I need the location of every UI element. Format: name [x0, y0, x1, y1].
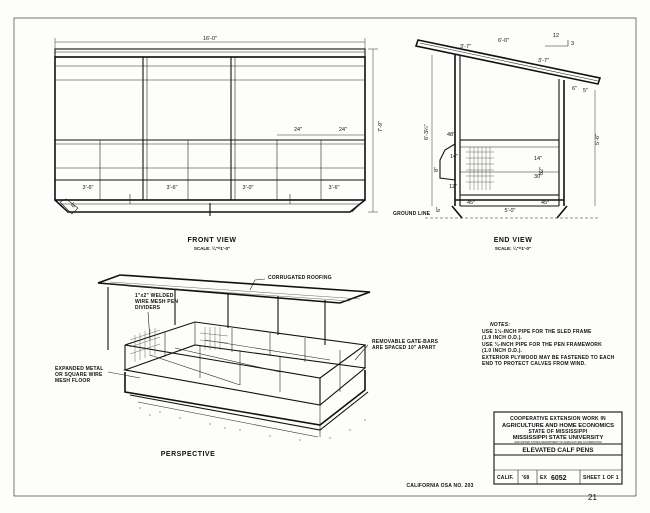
- note-line-6: END TO PROTECT CALVES FROM WIND.: [482, 361, 586, 367]
- dim-bay-3: 3'-0": [243, 185, 254, 191]
- end-view-drawing: 12 3 6'-0" 3'-7" 3'-7" 6" 5" 48" 14": [393, 33, 602, 219]
- angle-a: 45°: [467, 200, 475, 206]
- dim-overhang-b: 5": [583, 88, 588, 94]
- note-line-2: (1.9 INCH O.D.).: [482, 335, 523, 341]
- callout-floor-2: OR SQUARE WIRE: [55, 372, 103, 378]
- tb-line4: MISSISSIPPI STATE UNIVERSITY: [513, 435, 604, 441]
- callout-gate-2: ARE SPACED 10" APART: [372, 345, 436, 351]
- tb-ex-number: 6052: [551, 475, 567, 482]
- callout-floor-1: EXPANDED METAL: [55, 366, 103, 372]
- callout-floor-3: MESH FLOOR: [55, 378, 91, 384]
- dim-overhang-a: 6": [572, 86, 577, 92]
- tb-sheet: SHEET 1 OF 1: [583, 475, 619, 481]
- tb-line1: COOPERATIVE EXTENSION WORK IN: [510, 416, 606, 422]
- dim-8: 8": [434, 167, 440, 172]
- dim-12: 12": [449, 184, 457, 190]
- dim-roof-run: 6'-0": [498, 38, 509, 44]
- callout-dividers-1: 1"x2" WELDED: [135, 293, 174, 299]
- note-line-4: (1.0 INCH O.D.).: [482, 348, 523, 354]
- note-line-5: EXTERIOR PLYWOOD MAY BE FASTENED TO EACH: [482, 355, 615, 361]
- plan-reference: CALIFORNIA OSA NO. 203: [406, 483, 473, 489]
- callout-dividers-3: DIVIDERS: [135, 305, 161, 311]
- slope-rise: 3: [571, 41, 574, 47]
- dim-bay-1: 3'-6": [83, 185, 94, 191]
- front-view-title: FRONT VIEW: [188, 237, 237, 244]
- end-view-title: END VIEW: [494, 237, 533, 244]
- title-block: COOPERATIVE EXTENSION WORK IN AGRICULTUR…: [493, 411, 623, 485]
- slope-run: 12: [553, 33, 559, 39]
- tb-ex-label: EX: [540, 475, 548, 481]
- tb-line3: STATE OF MISSISSIPPI: [528, 429, 588, 435]
- dim-rafter-b: 3'-7": [538, 58, 549, 64]
- dim-overall-length: 16'-0": [203, 36, 217, 42]
- callout-dividers-2: WIRE MESH PEN: [135, 299, 178, 305]
- note-line-1: USE 1½-INCH PIPE FOR THE SLED FRAME: [482, 328, 592, 335]
- dim-skid: 6": [71, 202, 79, 209]
- note-line-3: USE ¾-INCH PIPE FOR THE PEN FRAMEWORK: [482, 341, 602, 348]
- sheet-border: [13, 17, 637, 497]
- dim-6: 6": [436, 207, 442, 212]
- dim-rafter-a: 3'-7": [460, 44, 471, 50]
- tb-line2: AGRICULTURE AND HOME ECONOMICS: [502, 423, 614, 429]
- dim-gate-1: 24": [294, 127, 302, 133]
- callout-roofing: CORRUGATED ROOFING: [268, 275, 332, 281]
- perspective-title: PERSPECTIVE: [161, 451, 216, 458]
- dim-14b: 14": [534, 156, 542, 162]
- tb-line5: AND UNITED STATES DEPARTMENT OF AGRICULT…: [514, 440, 602, 444]
- dim-30: 30": [534, 174, 542, 180]
- callout-gate-1: REMOVABLE GATE-BARS: [372, 339, 439, 345]
- dim-gate-2: 24": [339, 127, 347, 133]
- perspective-drawing: [97, 274, 371, 441]
- angle-b: 45°: [541, 200, 549, 206]
- dim-rear-height: 6'-3¼": [424, 124, 430, 140]
- tb-calif: CALIF.: [497, 475, 514, 481]
- dim-bay-2: 3'-6": [167, 185, 178, 191]
- dim-height: 7'-9": [378, 121, 384, 132]
- dim-base: 5'-0": [505, 208, 516, 214]
- dim-front-height: 5'-6": [595, 134, 601, 145]
- front-view-drawing: 16'-0" 24" 24" 3'-6" 3'-6" 3'-0" 3'-6": [54, 36, 384, 216]
- dim-14a: 14": [450, 154, 458, 160]
- dim-panel: 48": [447, 132, 455, 138]
- end-view-scale: SCALE: ¼"=1'-0": [495, 245, 531, 251]
- dim-bay-4: 3'-6": [329, 185, 340, 191]
- front-view-scale: SCALE: ¼"=1'-0": [194, 245, 230, 251]
- notes-block: NOTES: USE 1½-INCH PIPE FOR THE SLED FRA…: [482, 322, 615, 367]
- notes-heading: NOTES:: [490, 322, 510, 328]
- tb-year: '68: [522, 475, 529, 481]
- ground-line-label: GROUND LINE: [393, 211, 431, 217]
- page-number: 21: [588, 493, 597, 502]
- tb-title: ELEVATED CALF PENS: [522, 447, 594, 454]
- dim-32: 32": [539, 167, 545, 175]
